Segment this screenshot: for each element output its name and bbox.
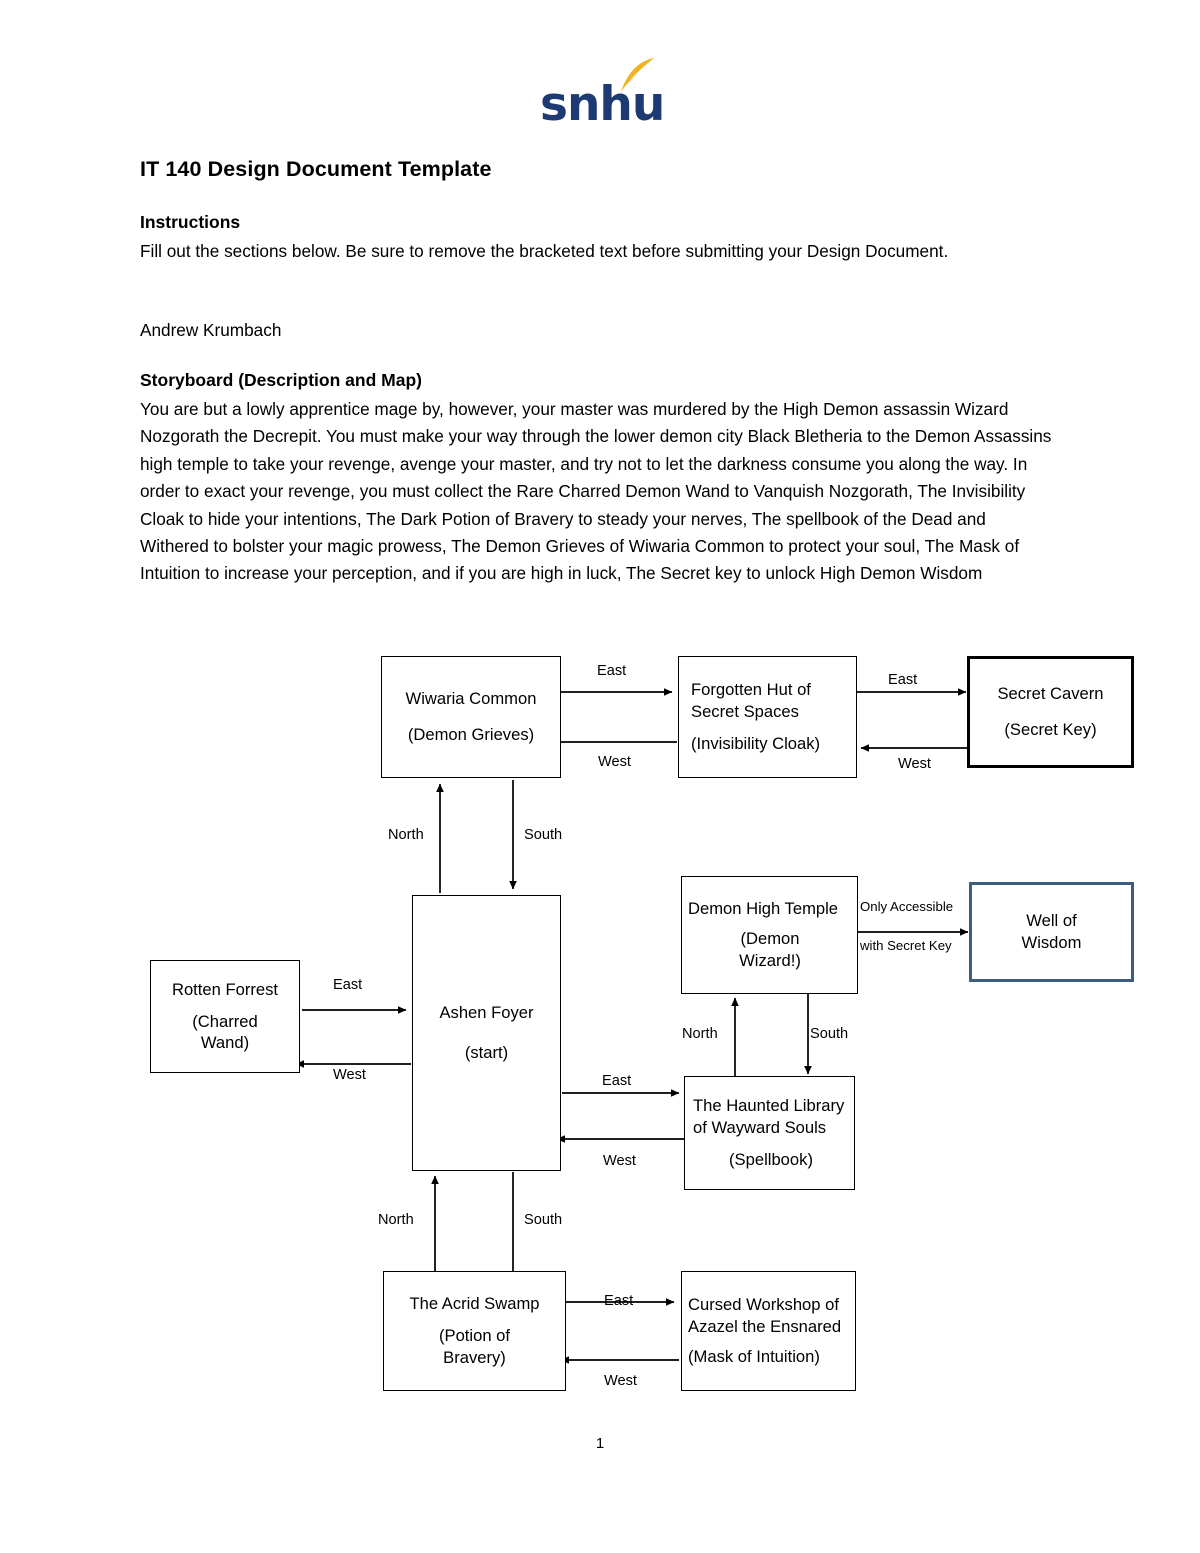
edge-label-hut-to-cavern: East xyxy=(888,672,918,688)
map-node-haunted-library[interactable]: The Haunted Library of Wayward Souls (Sp… xyxy=(684,1076,855,1190)
page-number: 1 xyxy=(595,1435,605,1452)
edge-label-forrest-to-foyer: East xyxy=(333,977,363,993)
edge-label-temple-to-well-line2: with Secret Key xyxy=(860,938,952,953)
node-title: Ashen Foyer xyxy=(439,1003,534,1023)
edge-label-cavern-to-hut: West xyxy=(898,756,931,772)
node-item-line2: Wizard!) xyxy=(739,950,801,970)
storyboard-heading: Storyboard (Description and Map) xyxy=(140,370,422,390)
map-node-forgotten-hut[interactable]: Forgotten Hut of Secret Spaces (Invisibi… xyxy=(678,656,857,778)
node-item-line1: (Demon xyxy=(740,929,800,949)
edge-label-foyer-to-forrest: West xyxy=(333,1067,366,1083)
flame-icon xyxy=(620,58,655,93)
node-title-line2: of Wayward Souls xyxy=(693,1118,827,1138)
edge-label-hut-to-wiwaria: West xyxy=(598,754,631,770)
node-item-line1: (Potion of xyxy=(438,1326,511,1346)
logo-wordmark: snhu xyxy=(540,77,665,132)
map-node-wiwaria-common[interactable]: Wiwaria Common (Demon Grieves) xyxy=(381,656,561,778)
node-item: (Secret Key) xyxy=(1004,720,1097,739)
node-title: The Acrid Swamp xyxy=(409,1294,540,1314)
edge-label-library-to-foyer: West xyxy=(603,1153,636,1169)
snhu-logo: snhu xyxy=(0,58,1200,138)
map-node-demon-high-temple[interactable]: Demon High Temple (Demon Wizard!) xyxy=(681,876,858,994)
node-title: Demon High Temple xyxy=(688,899,839,919)
instructions-heading: Instructions xyxy=(140,212,241,232)
node-title-line1: The Haunted Library xyxy=(693,1096,845,1116)
edge-label-temple-to-well-line1: Only Accessible xyxy=(860,899,954,914)
edge-label-library-to-temple: North xyxy=(682,1026,718,1042)
node-title: Wiwaria Common xyxy=(405,689,537,709)
page-title: IT 140 Design Document Template xyxy=(140,157,492,181)
node-title-line2: Wisdom xyxy=(1021,933,1082,952)
edge-label-wiwaria-to-hut: East xyxy=(597,663,627,679)
map-node-ashen-foyer[interactable]: Ashen Foyer (start) xyxy=(412,895,561,1171)
edge-label-foyer-to-wiwaria: North xyxy=(388,827,424,843)
instructions-body: Fill out the sections below. Be sure to … xyxy=(140,241,949,261)
edge-label-workshop-to-swamp: West xyxy=(604,1373,637,1389)
node-item: (Invisibility Cloak) xyxy=(691,733,821,753)
edge-label-swamp-to-foyer: North xyxy=(378,1212,414,1228)
node-item: (start) xyxy=(464,1043,509,1062)
node-item: (Mask of Intuition) xyxy=(688,1346,820,1366)
node-item-line1: (Charred xyxy=(192,1011,258,1031)
map-node-rotten-forrest[interactable]: Rotten Forrest (Charred Wand) xyxy=(150,960,300,1073)
edge-label-swamp-to-workshop: East xyxy=(604,1293,634,1309)
node-item-line2: Wand) xyxy=(200,1033,250,1053)
node-title-line1: Forgotten Hut of xyxy=(691,680,811,700)
edge-label-foyer-to-swamp: South xyxy=(524,1212,563,1228)
edge-label-wiwaria-to-foyer: South xyxy=(524,827,563,843)
edge-label-temple-to-library: South xyxy=(810,1026,849,1042)
map-node-well-of-wisdom[interactable]: Well of Wisdom xyxy=(969,882,1134,982)
node-title-line1: Cursed Workshop of xyxy=(688,1295,839,1315)
author-name: Andrew Krumbach xyxy=(140,320,282,340)
map-node-acrid-swamp[interactable]: The Acrid Swamp (Potion of Bravery) xyxy=(383,1271,566,1391)
node-title-line2: Secret Spaces xyxy=(691,702,799,722)
map-node-secret-cavern[interactable]: Secret Cavern (Secret Key) xyxy=(967,656,1134,768)
node-title-line2: Azazel the Ensnared xyxy=(688,1317,842,1337)
edge-label-foyer-to-library: East xyxy=(602,1073,632,1089)
node-title: Secret Cavern xyxy=(997,684,1104,704)
storyboard-body: You are but a lowly apprentice mage by, … xyxy=(140,399,1052,584)
node-item: (Spellbook) xyxy=(729,1149,813,1169)
node-title-line1: Well of xyxy=(1026,911,1077,931)
node-title: Rotten Forrest xyxy=(171,979,279,999)
map-node-cursed-workshop[interactable]: Cursed Workshop of Azazel the Ensnared (… xyxy=(681,1271,856,1391)
logo-mark: snhu xyxy=(540,58,665,132)
node-item-line2: Bravery) xyxy=(443,1347,506,1367)
node-item: (Demon Grieves) xyxy=(407,725,535,744)
